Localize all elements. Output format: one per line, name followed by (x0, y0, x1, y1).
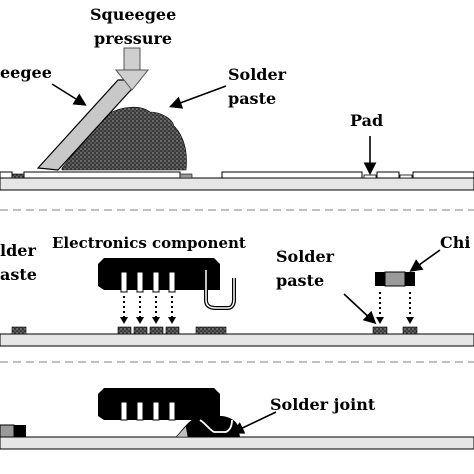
solder-paste-mid-label-line2: paste (276, 271, 324, 290)
paste-deposit (372, 326, 388, 335)
printing-panel: Squeegee pressure eegee Solder paste Pad (0, 5, 474, 191)
electronics-component-label: Electronics component (52, 234, 246, 252)
squeegee-label: eegee (0, 63, 52, 82)
stencil-segment (23, 171, 181, 179)
paste-deposit (149, 326, 164, 335)
stencil-segment (221, 171, 363, 179)
paste-deposit (11, 326, 27, 335)
pad-label: Pad (350, 111, 383, 130)
pad (363, 174, 377, 179)
paste-deposit (195, 326, 227, 335)
paste-deposit (133, 326, 148, 335)
pad (399, 174, 413, 179)
stencil-segment (0, 171, 13, 179)
squeegee-pressure-label-line1: Squeegee (90, 5, 176, 24)
soldered-component (98, 388, 240, 438)
solder-joint-label: Solder joint (270, 395, 376, 414)
pad (179, 173, 193, 179)
paste-leader-arrow (168, 85, 227, 109)
placement-panel: lder aste Electronics component Solder p… (0, 233, 474, 347)
soldered-panel: Solder joint (0, 388, 474, 450)
squeegee-leader-arrow (51, 83, 87, 106)
chip-leader-arrow (409, 249, 441, 272)
board-top (0, 177, 474, 191)
board-middle (0, 333, 474, 347)
paste-deposit (402, 326, 418, 335)
solder-left-label-line2: aste (0, 265, 37, 284)
chip-label: Chi (440, 233, 470, 252)
stencil-segment (412, 171, 474, 179)
stencil-segment (376, 171, 400, 179)
solder-paste-mid-label-line1: Solder (276, 247, 335, 266)
electronics-component (98, 258, 236, 310)
chip-terminal (14, 425, 26, 437)
paste-deposit (117, 326, 132, 335)
solder-joint-leader-arrow (231, 411, 277, 434)
pressure-arrow (114, 47, 150, 91)
squeegee-pressure-label-line2: pressure (94, 29, 172, 48)
board-bottom (0, 436, 474, 450)
solder-paste-mound (61, 106, 187, 171)
chip-component (375, 271, 415, 287)
paste-mid-leader-arrow (343, 293, 377, 325)
solder-paste-top-label-line2: paste (228, 89, 276, 108)
paste-deposit (165, 326, 180, 335)
chip-soldered (0, 424, 15, 438)
solder-left-label-line1: lder (0, 241, 36, 260)
pad (11, 173, 25, 179)
solder-paste-top-label-line1: Solder (228, 65, 287, 84)
placement-arrows (123, 292, 411, 318)
